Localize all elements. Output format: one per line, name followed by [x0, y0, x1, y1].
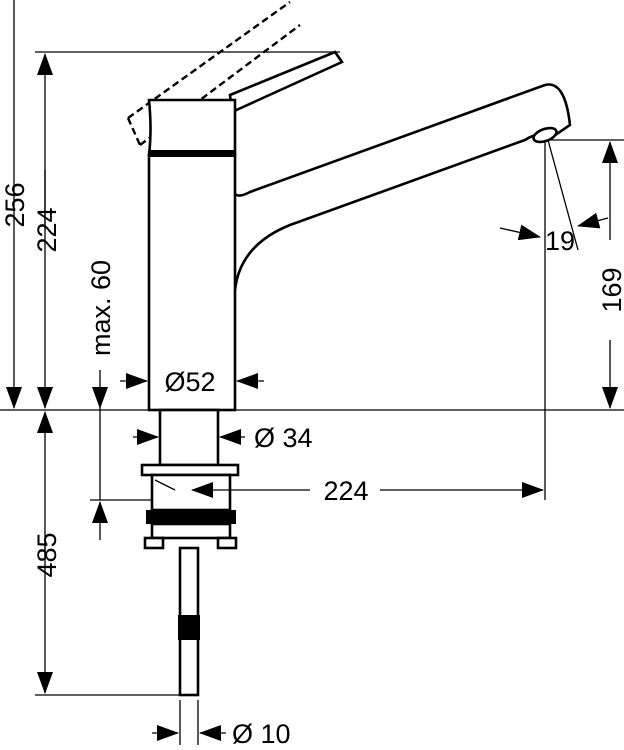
svg-text:224: 224 [32, 207, 62, 252]
dimension-angle-19: 19 [499, 139, 609, 256]
shank [140, 408, 240, 697]
dimension-256: 256 [0, 0, 30, 409]
svg-text:256: 256 [0, 182, 30, 227]
dimension-diameter-10: Ø 10 [152, 719, 291, 749]
dimension-224-reach: 224 [191, 476, 544, 506]
dimension-max-60: max. 60 [86, 260, 116, 540]
dimension-224-height: 224 [32, 53, 62, 409]
svg-text:224: 224 [323, 476, 368, 506]
svg-text:485: 485 [32, 532, 62, 577]
svg-text:Ø52: Ø52 [164, 367, 215, 397]
handle [147, 50, 344, 157]
svg-text:169: 169 [597, 267, 624, 312]
svg-text:Ø 10: Ø 10 [232, 719, 291, 749]
dimension-diameter-52: Ø52 [120, 367, 264, 397]
dimension-169: 169 [597, 141, 624, 409]
svg-text:Ø 34: Ø 34 [254, 423, 313, 453]
svg-text:19: 19 [545, 226, 575, 256]
dimension-485: 485 [32, 411, 62, 694]
spout [214, 83, 572, 291]
svg-text:max. 60: max. 60 [86, 260, 116, 356]
dimension-diameter-34: Ø 34 [133, 423, 313, 453]
